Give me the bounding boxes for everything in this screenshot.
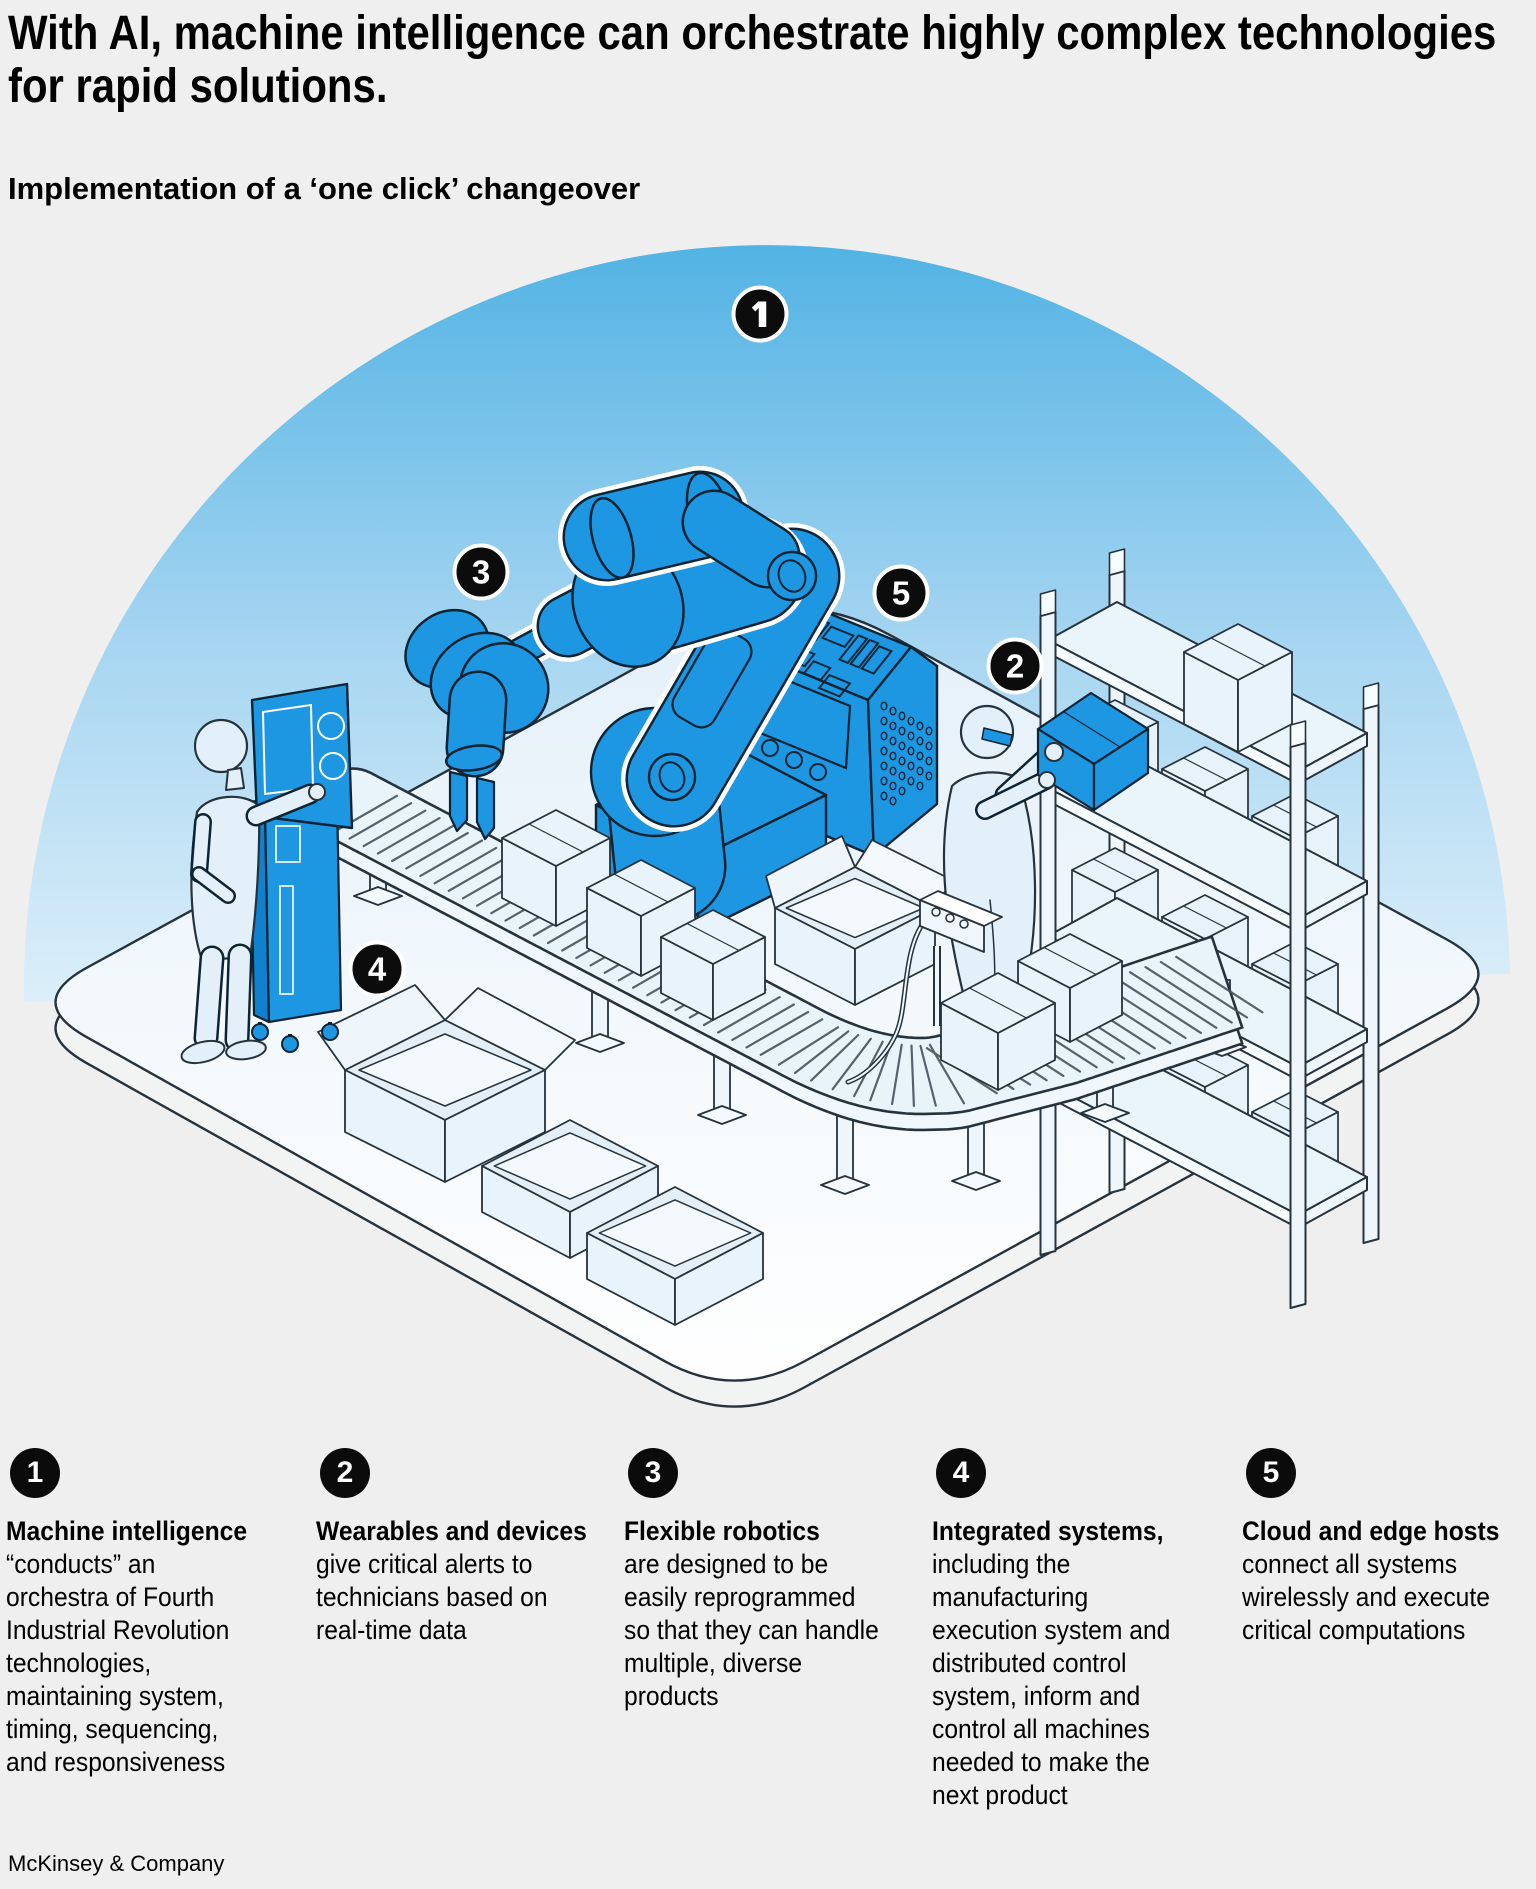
svg-text:4: 4	[368, 951, 387, 988]
svg-text:3: 3	[472, 554, 490, 591]
svg-text:5: 5	[892, 575, 910, 612]
svg-text:2: 2	[1006, 648, 1024, 685]
